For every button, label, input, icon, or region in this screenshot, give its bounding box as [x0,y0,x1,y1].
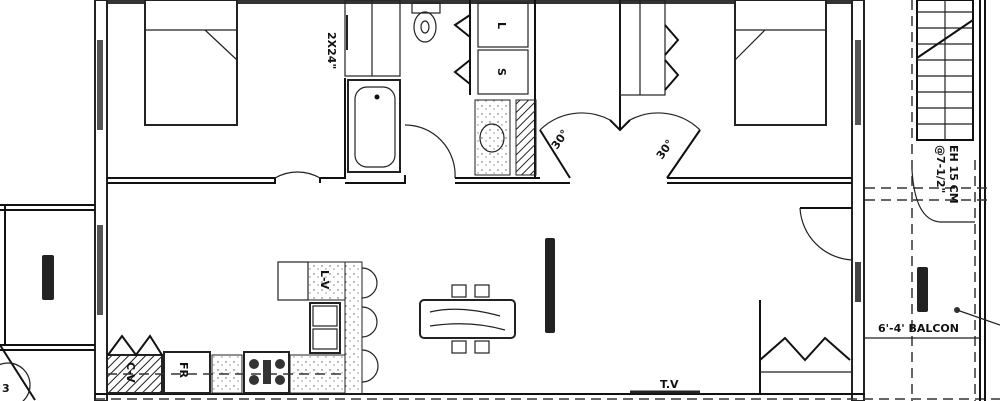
cabinet-label: C-V [124,362,137,383]
bathtub [347,79,401,173]
kitchen-sink [309,302,341,354]
bedroom-partition [107,0,852,184]
linen-closet [453,2,529,95]
left-balcony [0,204,95,401]
bed-right [734,0,827,126]
laundry-label: L-V [318,270,331,290]
kitchen-island [277,261,379,395]
storage-label: S [495,68,508,76]
door-angle-right: 30° [654,137,677,162]
exterior-walls [94,0,1000,401]
room-tag [545,238,555,333]
bed-left [144,0,238,126]
section-marker-label: 3 [2,382,10,395]
living-cabinet [759,300,852,393]
closet-size-label: 2X24" [325,32,338,69]
tv-label: T.V [660,378,679,391]
fridge-label: FR [177,362,190,379]
entry-door [799,207,853,261]
stair-spacing-label: @7-1/2" [934,145,947,193]
closet-right [619,0,680,96]
balcony-label: 6'-4' BALCON [878,322,959,335]
stairs [865,0,990,401]
linen-label: L [495,22,508,29]
dining-table [419,284,516,354]
vanity [474,99,537,176]
balcony-tag [917,267,928,312]
section-marker [0,362,31,401]
toilet [411,2,441,43]
closet-left [344,0,401,77]
kitchen-counter [106,334,346,394]
stair-riser-label: EH 15 CM [947,145,960,204]
